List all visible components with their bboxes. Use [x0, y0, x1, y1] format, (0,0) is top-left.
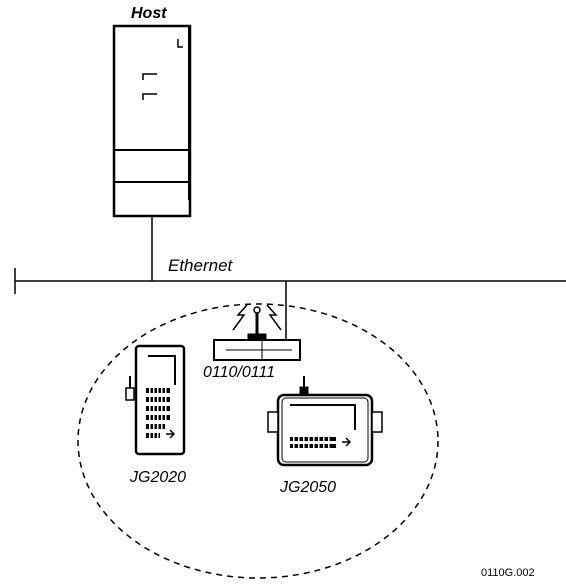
- handheld-terminal-icon: [126, 346, 184, 454]
- vehicle-terminal-label: JG2050: [280, 480, 336, 496]
- figure-id-label: 0110G.002: [481, 568, 535, 579]
- host-label: Host: [131, 6, 167, 22]
- radio-access-point-icon: [214, 305, 300, 360]
- access-point-label: 0110/0111: [203, 365, 275, 381]
- ethernet-bus: [15, 268, 566, 294]
- ethernet-label: Ethernet: [168, 257, 232, 274]
- vehicle-mount-terminal-icon: [268, 376, 382, 465]
- server-tower-icon: [114, 26, 190, 216]
- handheld-label: JG2020: [130, 470, 186, 486]
